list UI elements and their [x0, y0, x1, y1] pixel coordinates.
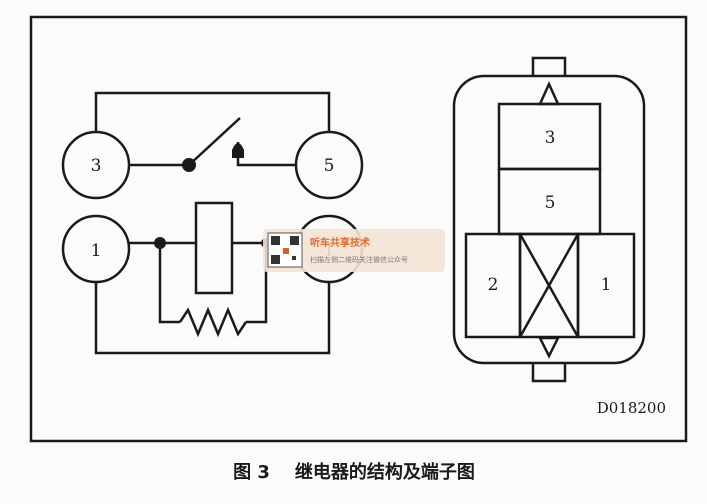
switch-blade: [188, 117, 241, 166]
resistor-left-branch: [158, 243, 180, 324]
coil-cross-b: [518, 233, 580, 338]
qr-finder-icon: [271, 255, 280, 264]
qr-finder-icon: [271, 236, 280, 245]
terminal-1-left-label: 1: [91, 241, 102, 261]
top-tab: [531, 56, 567, 76]
relay-body: [452, 56, 646, 383]
pin-3-label: 3: [545, 128, 556, 148]
pin-1-block: [576, 232, 636, 339]
terminal-5-label: 5: [324, 156, 335, 176]
watermark-title: 听车共享技术: [310, 236, 370, 249]
bottom-tab: [531, 363, 567, 383]
watermark-subtitle: 扫描左侧二维码关注微信公众号: [310, 255, 408, 264]
figure-code: D018200: [597, 399, 666, 417]
coil-node-dot-left: [154, 237, 166, 249]
switch-contact-wire: [236, 142, 296, 167]
top-wire: [94, 91, 331, 131]
pin-5-label: 5: [545, 193, 556, 213]
figure-caption: 图 3 继电器的结构及端子图: [233, 461, 475, 483]
relay-housing: [452, 74, 646, 365]
watermark-bg: [263, 229, 445, 272]
coil-box: [194, 201, 234, 295]
switch-contact-icon: [232, 143, 244, 158]
pin-2-label: 2: [488, 275, 499, 295]
switch-pivot-dot: [182, 158, 196, 172]
pin-1-label: 1: [601, 275, 612, 295]
terminal-1-left-circle: [61, 214, 131, 284]
figure-frame: [29, 15, 688, 443]
terminal-3-label: 3: [91, 156, 102, 176]
qr-logo-icon: [283, 248, 289, 254]
qr-finder-icon: [290, 236, 299, 245]
watermark: 听车共享技术 扫描左侧二维码关注微信公众号: [263, 229, 445, 272]
relay-schematic: [61, 91, 364, 355]
bottom-wire: [94, 282, 331, 355]
qr-module-icon: [292, 256, 296, 260]
resistor-zigzag: [178, 306, 248, 338]
